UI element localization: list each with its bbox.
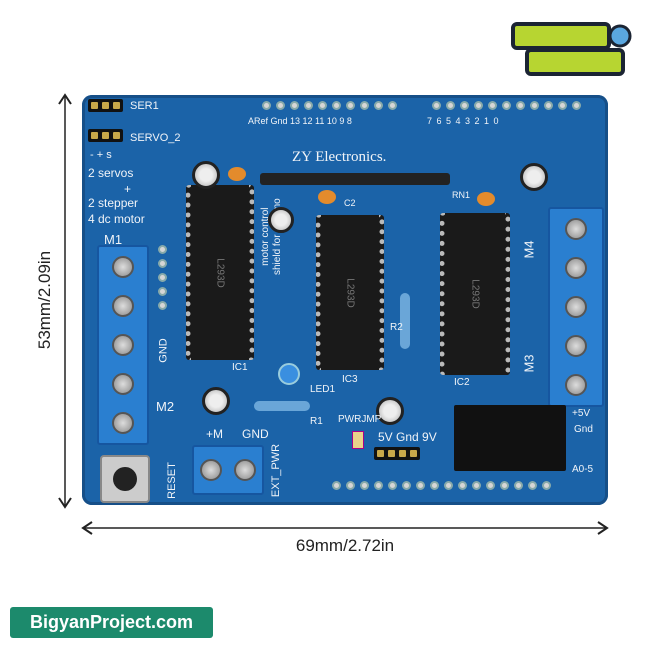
m1-m2-terminal-block[interactable]	[97, 245, 149, 445]
ic1-label: IC1	[232, 362, 248, 373]
top-pads-right	[432, 101, 581, 110]
ceramic-capacitor	[228, 167, 246, 181]
servos-label: 2 servos	[88, 166, 134, 180]
capacitor	[376, 397, 404, 425]
digital-pin-labels: 7 6 5 4 3 2 1 0	[427, 116, 499, 126]
gnd-bottom-label: GND	[242, 427, 269, 441]
plus-label: +	[124, 182, 132, 196]
capacitor	[192, 161, 220, 189]
ic3-chip: L293D	[316, 215, 384, 370]
pin-label: - + s	[90, 149, 112, 161]
bottom-pads	[332, 481, 551, 490]
aref-pin-labels: ARef Gnd 13 12 11 10 9 8	[248, 116, 352, 126]
width-label: 69mm/2.72in	[295, 536, 395, 555]
servo2-label: SERVO_2	[130, 132, 181, 144]
width-dimension-arrow	[81, 521, 609, 535]
left-pads	[158, 245, 167, 310]
height-label: 53mm/2.09in	[35, 250, 54, 350]
rn1-label: RN1	[452, 190, 471, 200]
brand-label: ZY Electronics.	[292, 149, 387, 165]
a0-5-label: A0-5	[572, 464, 594, 475]
logo	[505, 18, 635, 80]
stepper-label: 2 stepper	[88, 196, 139, 210]
servo2-header	[88, 129, 123, 142]
height-dimension-arrow	[58, 93, 72, 509]
r1-label: R1	[310, 416, 323, 427]
m3-label: M3	[521, 354, 537, 373]
ext-pwr-label: EXT_PWR	[270, 443, 283, 498]
power-pin-labels: 5V Gnd 9V	[378, 430, 437, 444]
gnd-left-label: GND	[157, 338, 170, 363]
ic1-chip: L293D	[186, 185, 254, 360]
power-header	[374, 447, 420, 460]
top-pads-left	[262, 101, 397, 110]
ceramic-capacitor	[477, 192, 495, 206]
logo-mark	[511, 22, 632, 76]
reset-button[interactable]	[100, 455, 150, 503]
plus-m-label: +M	[206, 427, 224, 441]
ser1-label: SER1	[130, 100, 159, 112]
led	[278, 363, 300, 385]
resistor-network	[260, 173, 450, 185]
r2-label: R2	[390, 322, 403, 333]
capacitor	[520, 163, 548, 191]
reset-label: RESET	[165, 462, 178, 499]
power-jumper[interactable]	[352, 431, 364, 449]
m1-label: M1	[104, 232, 123, 247]
led1-label: LED1	[310, 384, 336, 395]
m4-label: M4	[521, 240, 537, 259]
pwrjmp-label: PWRJMP	[338, 414, 382, 425]
ic3-label: IC3	[342, 374, 358, 385]
ser1-header	[88, 99, 123, 112]
resistor-r1	[254, 401, 310, 411]
gnd-right-label: Gnd	[574, 424, 593, 435]
website-badge[interactable]: BigyanProject.com	[10, 607, 213, 638]
ic2-chip: L293D	[440, 213, 510, 375]
ext-power-terminal[interactable]	[192, 445, 264, 495]
plus5v-label: +5V	[572, 408, 591, 419]
m3-m4-terminal-block[interactable]	[548, 207, 604, 407]
ic2-label: IC2	[454, 377, 470, 388]
ceramic-capacitor	[318, 190, 336, 204]
resistor-r2	[400, 293, 410, 349]
capacitor	[202, 387, 230, 415]
analog-header-block	[454, 405, 566, 471]
m2-label: M2	[156, 399, 175, 414]
motor-shield-board: SER1 SERVO_2 - + s 2 servos + 2 stepper …	[82, 95, 608, 505]
dc-motor-label: 4 dc motor	[88, 212, 145, 226]
c2-label: C2	[344, 198, 356, 208]
capacitor	[268, 207, 294, 233]
